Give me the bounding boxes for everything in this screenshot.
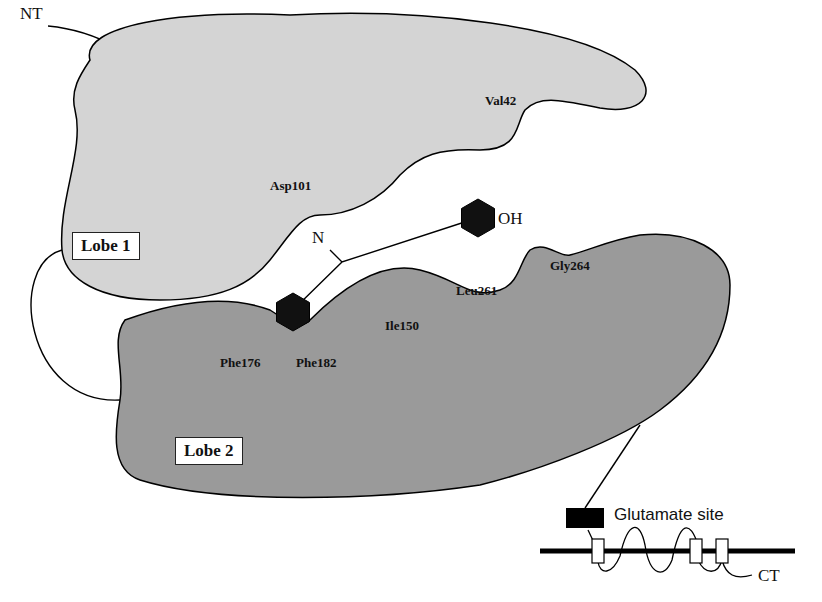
residue-label: Leu261 xyxy=(456,283,497,299)
glutamate-site: Glutamate site xyxy=(566,505,728,531)
residue-label: Val42 xyxy=(485,93,516,109)
tm-helix xyxy=(592,539,604,563)
membrane xyxy=(540,549,795,554)
ligand-bond xyxy=(293,218,477,310)
lobe-label: Lobe 1 xyxy=(72,232,140,260)
lobe-2-domain: Lobe 2 xyxy=(110,225,740,510)
residue-label: Ile150 xyxy=(385,318,419,334)
lobe-outline xyxy=(110,225,740,510)
lobe-shape xyxy=(116,234,730,497)
connector-line xyxy=(31,250,120,400)
tm-helix xyxy=(716,539,728,563)
residue-label: Phe176 xyxy=(220,355,260,371)
residue-label: Asp101 xyxy=(270,178,311,194)
lobe-label: Lobe 2 xyxy=(175,437,243,465)
binding-site-box xyxy=(566,508,604,528)
ligand-ring xyxy=(277,293,310,331)
ligand-ring xyxy=(462,199,495,237)
site-label: Glutamate site xyxy=(614,505,724,525)
terminus-label: CT xyxy=(758,566,780,586)
atom-label: N xyxy=(312,228,324,248)
tm-loops xyxy=(598,527,722,572)
residue-label: Gly264 xyxy=(550,258,590,274)
connector-line xyxy=(585,425,640,508)
atom-label: OH xyxy=(498,209,523,229)
terminus-label: NT xyxy=(20,4,43,24)
tm-helix xyxy=(690,539,702,563)
residue-label: Phe182 xyxy=(296,355,336,371)
